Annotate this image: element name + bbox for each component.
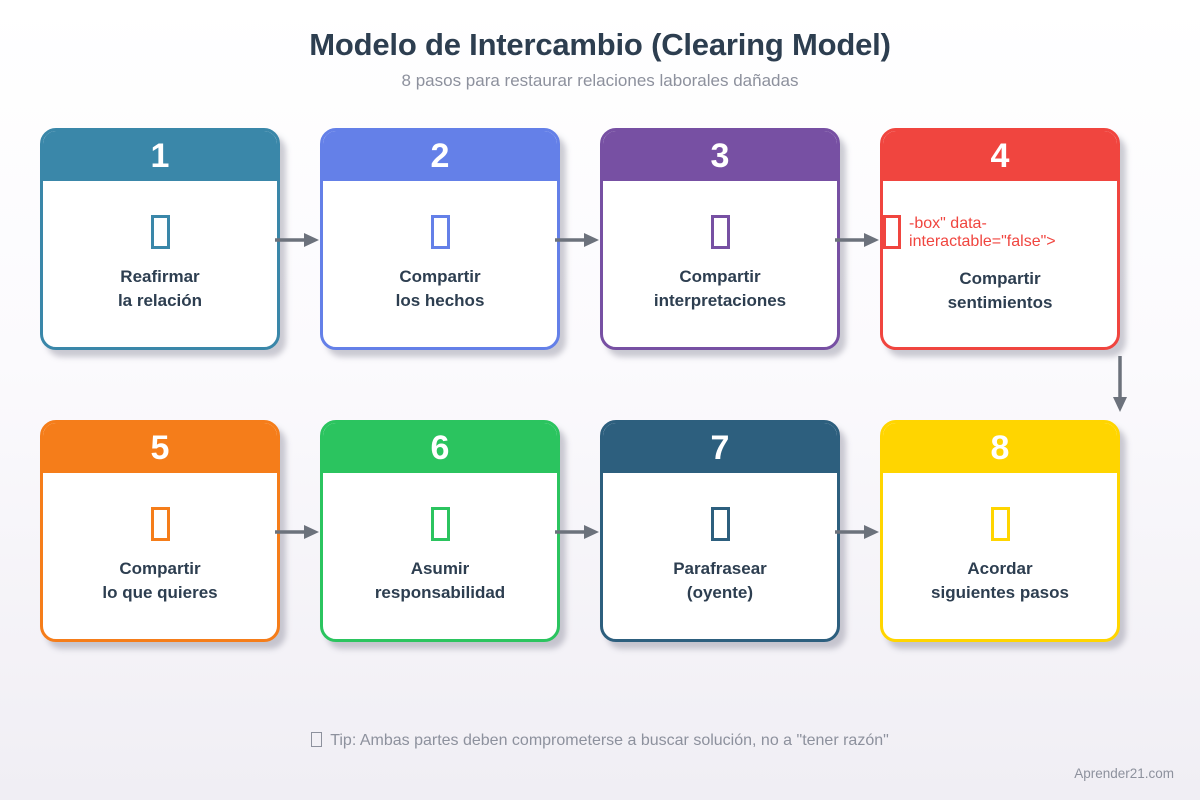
step-label: Acordar siguientes pasos: [931, 559, 1069, 602]
missing-glyph-icon: [430, 215, 450, 249]
missing-glyph-icon: [710, 215, 730, 249]
arrow-right-icon: [274, 231, 320, 249]
step-label: Compartir sentimientos: [947, 269, 1053, 312]
credit-text: Aprender21.com: [1074, 766, 1174, 781]
step-number: 2: [430, 137, 450, 175]
step-label: Compartir los hechos: [395, 267, 485, 310]
step-header: 7: [603, 423, 837, 473]
step-header: 4: [883, 131, 1117, 181]
arrow-right-icon: [274, 523, 320, 541]
missing-glyph-box: [883, 215, 902, 249]
arrow-right-icon: [834, 231, 880, 249]
step-header: 6: [323, 423, 557, 473]
step-body: Acordar siguientes pasos: [883, 473, 1117, 605]
step-number: 6: [430, 429, 450, 467]
step-header: 1: [43, 131, 277, 181]
step-body: Parafrasear (oyente): [603, 473, 837, 605]
step-header: 2: [323, 131, 557, 181]
arrow-down-icon: [1111, 355, 1129, 413]
page-subtitle: 8 pasos para restaurar relaciones labora…: [401, 71, 799, 90]
missing-glyph-box: [150, 215, 170, 249]
step-body: Asumir responsabilidad: [323, 473, 557, 605]
missing-glyph-box: [710, 507, 730, 541]
missing-glyph-icon: [990, 507, 1010, 541]
header: Modelo de Intercambio (Clearing Model) 8…: [0, 0, 1200, 91]
step-number: 1: [150, 137, 170, 175]
step-label: Reafirmar la relación: [117, 267, 203, 310]
step-header: 3: [603, 131, 837, 181]
step-number: 3: [710, 137, 730, 175]
step-label: Compartir interpretaciones: [653, 267, 787, 310]
missing-glyph-icon: [150, 507, 170, 541]
missing-glyph-icon: [710, 507, 730, 541]
arrow-right-icon: [554, 231, 600, 249]
missing-glyph-box: [990, 507, 1010, 541]
missing-glyph-icon: [150, 215, 170, 249]
page-title: Modelo de Intercambio (Clearing Model): [309, 27, 891, 62]
step-body: Compartir interpretaciones: [603, 181, 837, 313]
tip-text: Tip: Ambas partes deben comprometerse a …: [330, 732, 889, 749]
step-number: 8: [990, 429, 1010, 467]
step-card-4: 4 -box" data-interactable="false"> Compart…: [880, 128, 1120, 350]
missing-glyph-icon: [430, 507, 450, 541]
step-header: 8: [883, 423, 1117, 473]
missing-glyph-box: [150, 507, 170, 541]
step-body: -box" data-interactable="false"> Comparti…: [883, 181, 1117, 315]
missing-glyph-box: [430, 507, 450, 541]
step-number: 7: [710, 429, 730, 467]
step-number: 4: [990, 137, 1010, 175]
step-number: 5: [150, 429, 170, 467]
step-body: Compartir lo que quieres: [43, 473, 277, 605]
missing-glyph-box: [710, 215, 730, 249]
step-label: Compartir lo que quieres: [102, 559, 218, 602]
arrow-right-icon: [554, 523, 600, 541]
step-body: Compartir los hechos: [323, 181, 557, 313]
arrow-right-icon: [834, 523, 880, 541]
step-label: Parafrasear (oyente): [673, 559, 767, 602]
step-header: 5: [43, 423, 277, 473]
step-label: Asumir responsabilidad: [374, 559, 506, 602]
missing-glyph-icon: [311, 732, 323, 747]
tip-note: Tip: Ambas partes deben comprometerse a …: [0, 732, 1200, 750]
missing-glyph-icon: -box" data-interactable="false">: [883, 215, 1117, 251]
missing-glyph-box: [430, 215, 450, 249]
step-body: Reafirmar la relación: [43, 181, 277, 313]
